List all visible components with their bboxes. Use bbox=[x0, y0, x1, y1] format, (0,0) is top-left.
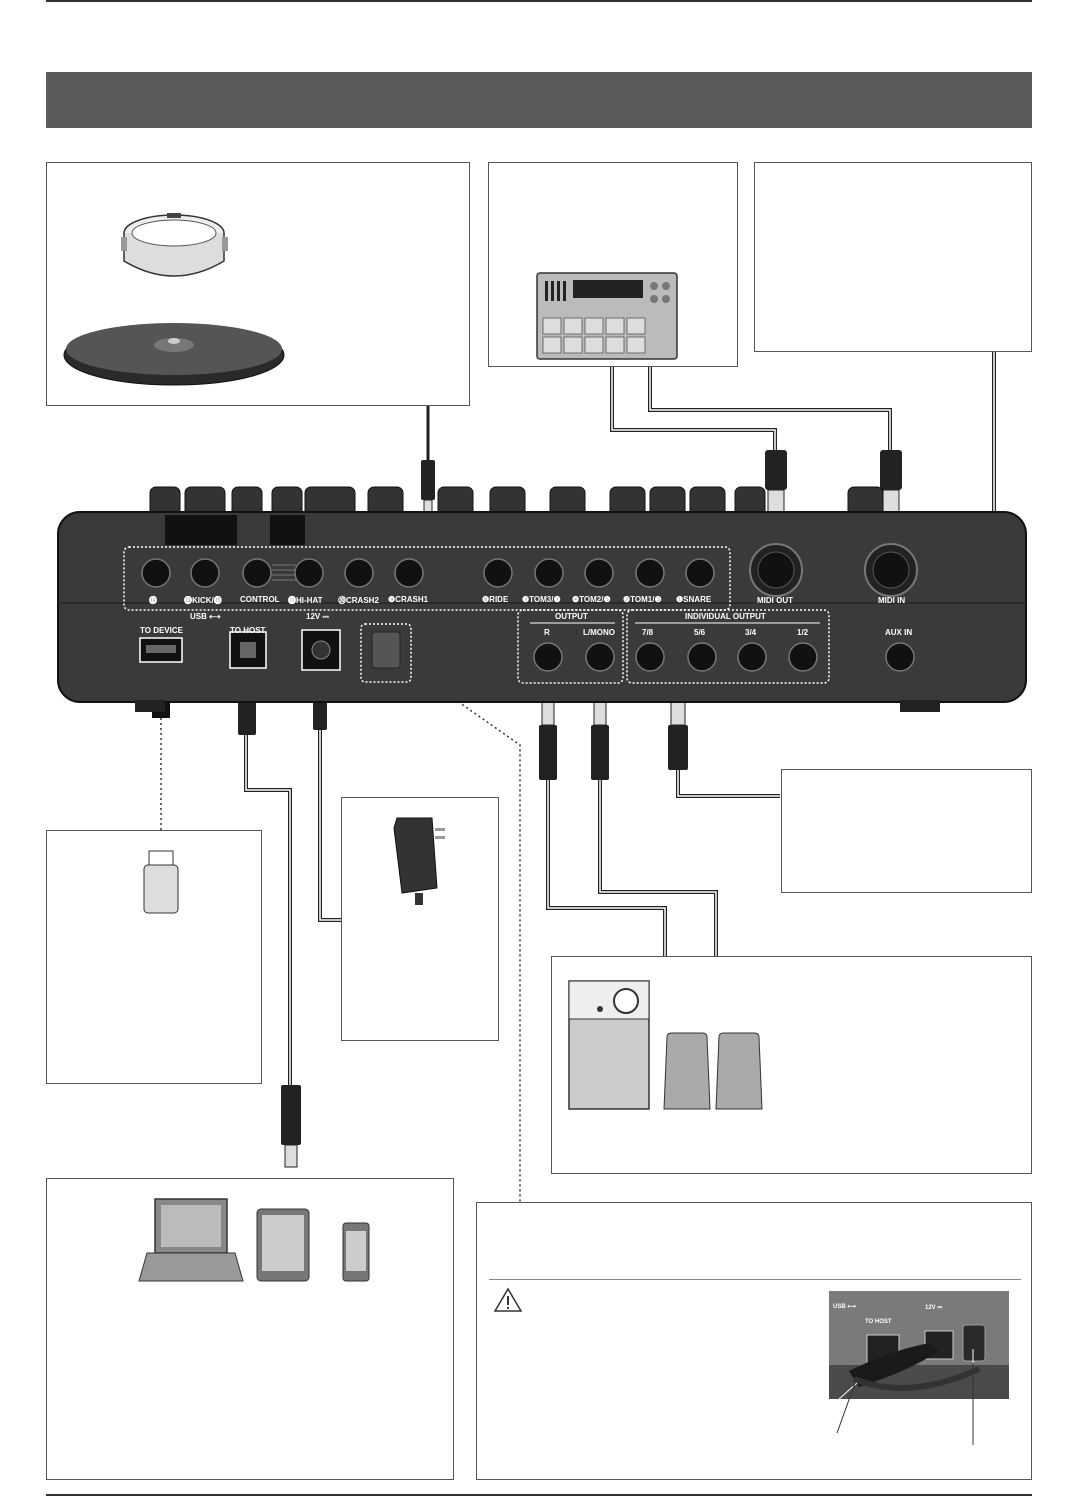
midi-controller-icon bbox=[536, 272, 678, 360]
trigger-label-tom3: ❼TOM3/❼ bbox=[522, 595, 561, 604]
to-host-label: TO HOST bbox=[230, 626, 266, 635]
output-lmono-label: L/MONO bbox=[583, 628, 615, 637]
devices-icon bbox=[138, 1198, 370, 1282]
speakers-icon bbox=[568, 980, 763, 1110]
to-device-label: TO DEVICE bbox=[140, 626, 183, 635]
aux-in-label: AUX IN bbox=[885, 628, 913, 637]
ac-adaptor-box bbox=[341, 797, 499, 1041]
usb-label: USB ⟷ bbox=[190, 612, 221, 621]
dc-in-label: 12V ⎓ bbox=[306, 612, 329, 621]
cable-hook-photo-art bbox=[829, 1324, 1009, 1399]
midi-out-label: MIDI OUT bbox=[757, 596, 793, 605]
midi-device-box bbox=[488, 162, 738, 367]
caution-icon bbox=[493, 1287, 523, 1312]
trigger-label-control: CONTROL bbox=[240, 595, 280, 604]
usb-flash-drive-box bbox=[46, 830, 262, 1084]
ac-adaptor-icon bbox=[393, 817, 445, 905]
inset-to-host-label: TO HOST bbox=[865, 1319, 892, 1325]
inset-usb-label: USB ⟷ bbox=[833, 1304, 856, 1310]
drum-pad-illustration bbox=[121, 213, 228, 277]
trigger-label-ride: ❽RIDE bbox=[482, 595, 509, 604]
speakers-box bbox=[551, 956, 1032, 1174]
cable-hook-box: USB ⟷ TO HOST 12V ⎓ bbox=[476, 1202, 1032, 1480]
top-rule bbox=[46, 0, 1032, 2]
cymbal-pad-illustration bbox=[63, 323, 285, 386]
trigger-label-snare: ❶SNARE bbox=[676, 595, 712, 604]
midi-in-label: MIDI IN bbox=[878, 596, 906, 605]
usb-flash-drive-icon bbox=[143, 850, 179, 914]
trigger-label-tom1: ❷TOM1/❸ bbox=[623, 595, 662, 604]
trigger-label-hihat: ⓫HI-HAT bbox=[288, 596, 323, 605]
individual-output-label: INDIVIDUAL OUTPUT bbox=[685, 612, 766, 621]
bottom-rule bbox=[46, 1494, 1032, 1496]
audio-player-box bbox=[754, 162, 1032, 352]
pads-box bbox=[46, 162, 470, 406]
trigger-label-crash2: ⓾CRASH2 bbox=[338, 596, 379, 605]
callout-lines bbox=[836, 1363, 974, 1445]
trigger-label-14: ⓮ bbox=[149, 596, 157, 605]
section-header-bar bbox=[46, 72, 1032, 128]
inset-dc-in-label: 12V ⎓ bbox=[925, 1305, 943, 1311]
trigger-label-crash1: ❾CRASH1 bbox=[388, 595, 429, 604]
individual-output-34: 3/4 bbox=[745, 628, 757, 637]
individual-output-78: 7/8 bbox=[642, 628, 654, 637]
cable-hook-photo: USB ⟷ TO HOST 12V ⎓ bbox=[829, 1291, 1009, 1399]
computer-box bbox=[46, 1178, 454, 1480]
amplifier-box bbox=[781, 769, 1032, 893]
output-label: OUTPUT bbox=[555, 612, 588, 621]
individual-output-12: 1/2 bbox=[797, 628, 809, 637]
output-r-label: R bbox=[544, 628, 550, 637]
trigger-label-kick: ⓭KICK/⓯ bbox=[184, 596, 222, 605]
divider-line bbox=[489, 1279, 1021, 1280]
trigger-jacks bbox=[141, 558, 715, 588]
individual-output-56: 5/6 bbox=[694, 628, 706, 637]
trigger-label-tom2: ❹TOM2/❺ bbox=[572, 595, 611, 604]
